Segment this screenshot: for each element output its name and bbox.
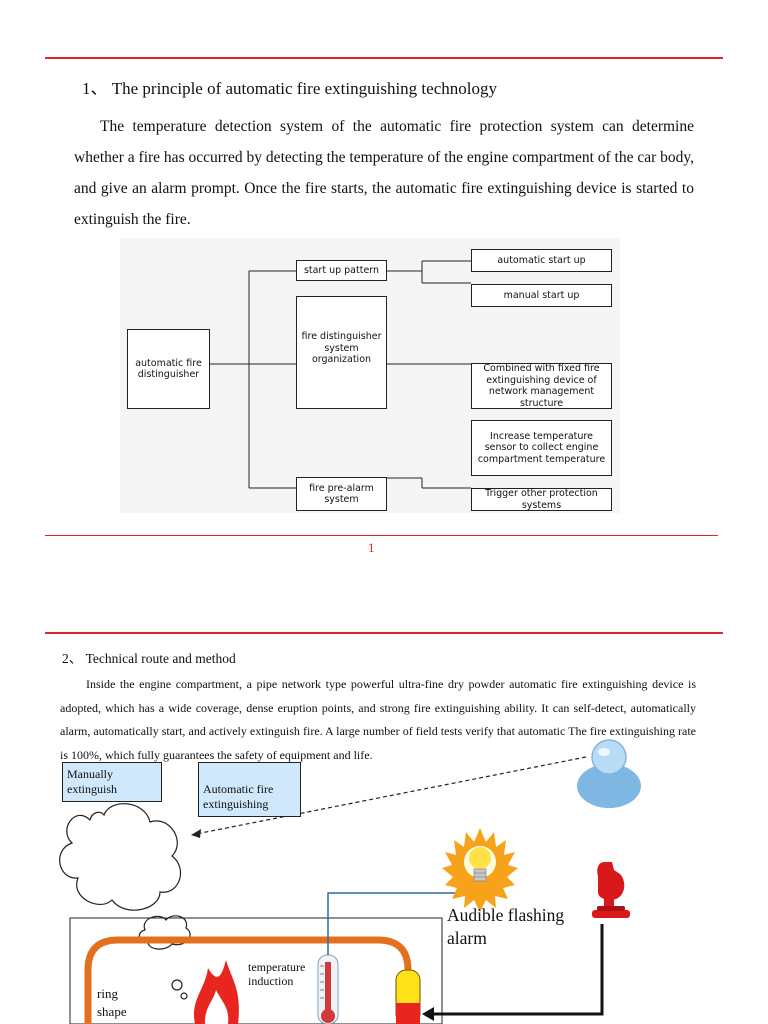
diagram-auto-start-node: automatic start up	[471, 249, 612, 272]
ring-shape-label: ring shape	[97, 986, 127, 1019]
manual-extinguish-callout: Manually extinguish	[62, 762, 162, 802]
diagram-organization-node: fire distinguisher system organization	[296, 296, 387, 409]
diagram-background	[120, 238, 620, 513]
diagram-sensor-node: Increase temperature sensor to collect e…	[471, 420, 612, 476]
signal-arrowhead	[191, 829, 201, 838]
top-rule	[45, 57, 723, 59]
diagram-prealarm-node: fire pre-alarm system	[296, 477, 387, 511]
sensor-signal-arrowhead	[470, 888, 480, 898]
diagram-startup-node: start up pattern	[296, 260, 387, 281]
temperature-label: temperature induction	[248, 960, 306, 988]
activation-arrowhead	[422, 1007, 434, 1021]
page-number: 1	[368, 540, 375, 555]
auto-extinguish-callout: Automatic fire extinguishing	[198, 762, 301, 817]
alarm-bulb-icon	[442, 828, 518, 912]
fire-icon	[193, 960, 239, 1024]
section1-title: 1、 The principle of automatic fire extin…	[82, 79, 497, 98]
thought-cloud	[59, 803, 191, 1000]
section2-title: 2、 Technical route and method	[62, 651, 236, 666]
alarm-label: Audible flashing alarm	[447, 905, 565, 948]
section1-paragraph: The temperature detection system of the …	[74, 118, 695, 228]
thermometer-icon	[317, 954, 339, 1024]
section2-paragraph-text: Inside the engine compartment, a pipe ne…	[60, 677, 696, 762]
section2-paragraph: Inside the engine compartment, a pipe ne…	[60, 673, 696, 767]
diagram-combined-node: Combined with fixed fire extinguishing d…	[471, 363, 612, 409]
diagram-root-node: automatic fire distinguisher	[127, 329, 210, 409]
extinguisher-cylinder-icon	[395, 969, 421, 1024]
manual-button-icon	[592, 862, 630, 918]
diagram-manual-start-node: manual start up	[471, 284, 612, 307]
footer-rule	[45, 535, 718, 536]
diagram-trigger-node: Trigger other protection systems	[471, 488, 612, 511]
page2-top-rule	[45, 632, 723, 634]
